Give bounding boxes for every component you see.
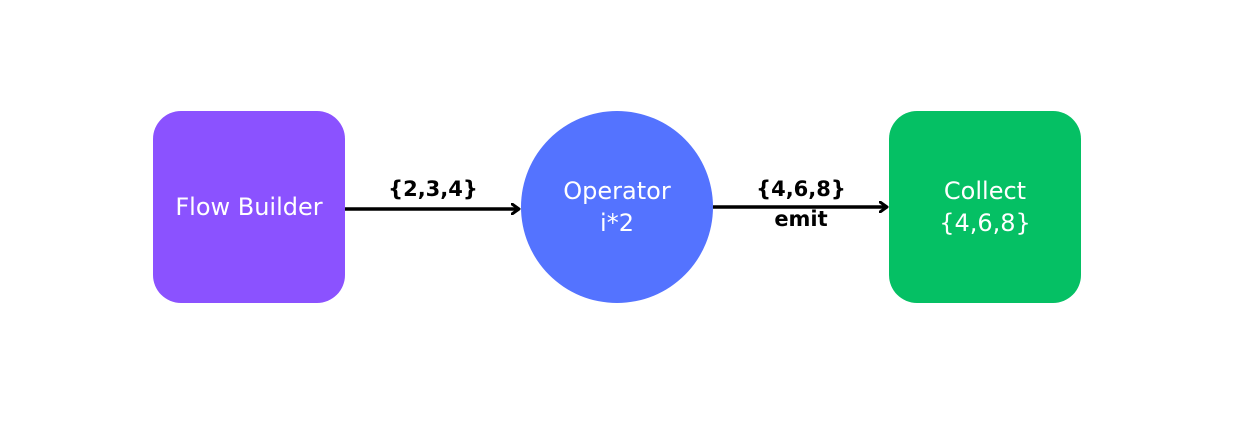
operator-sublabel: i*2	[600, 209, 634, 237]
operator-node: Operator i*2	[521, 111, 713, 303]
edge-label-output: {4,6,8} emit	[713, 176, 889, 232]
collect-label: Collect	[943, 177, 1027, 205]
collect-node: Collect {4,6,8}	[889, 111, 1081, 303]
edge-label-input: {2,3,4}	[345, 176, 521, 202]
flow-builder-node: Flow Builder	[153, 111, 345, 303]
flow-builder-label: Flow Builder	[175, 193, 323, 221]
edge-label-emit-text: emit	[774, 207, 828, 231]
collect-sublabel: {4,6,8}	[939, 209, 1031, 237]
edge-label-input-text: {2,3,4}	[388, 177, 478, 201]
edge-label-output-text: {4,6,8}	[756, 177, 846, 201]
operator-label: Operator	[563, 177, 671, 205]
